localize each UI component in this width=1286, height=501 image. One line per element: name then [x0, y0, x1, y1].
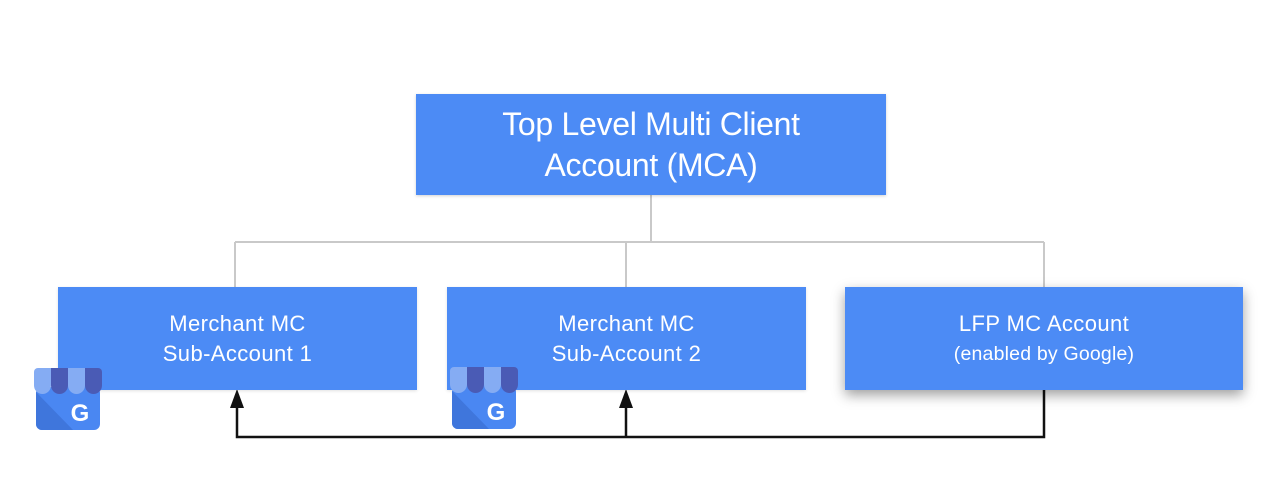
- google-g-letter: G: [71, 400, 90, 427]
- google-my-business-icon: G: [34, 368, 102, 430]
- awning-stripe-1-light: [450, 367, 467, 393]
- arrowhead-into-sub2: [619, 389, 633, 408]
- awning-stripe-2-dark: [51, 368, 68, 394]
- feed-flow-connectors: [235, 390, 1046, 439]
- awning-stripe-4-dark: [501, 367, 518, 393]
- storefront-body-shade: [36, 392, 73, 430]
- node-label-line2: Sub-Account 1: [162, 340, 313, 366]
- awning-stripe-1-light: [34, 368, 51, 394]
- node-top-level-mca: Top Level Multi Client Account (MCA): [416, 94, 886, 195]
- node-label-line2: Account (MCA): [544, 146, 758, 183]
- tree-connectors: [234, 195, 1045, 288]
- node-label-line2: (enabled by Google): [953, 342, 1135, 365]
- node-label-line1: LFP MC Account: [958, 310, 1130, 336]
- node-label-line2: Sub-Account 2: [551, 340, 702, 366]
- node-label-line1: Merchant MC: [558, 310, 695, 336]
- flow-arrowheads: [230, 389, 633, 408]
- awning-stripe-4-dark: [85, 368, 102, 394]
- arrowhead-into-sub1: [230, 389, 244, 408]
- flow-lfp-down-and-left-line: [235, 390, 1046, 439]
- awning-stripe-3-light: [484, 367, 501, 393]
- google-my-business-icon: G: [450, 367, 518, 429]
- google-g-letter: G: [487, 399, 506, 426]
- node-lfp-mc-account: LFP MC Account (enabled by Google): [845, 287, 1243, 390]
- storefront-body-shade: [452, 391, 489, 429]
- awning-stripe-3-light: [68, 368, 85, 394]
- awning-stripe-2-dark: [467, 367, 484, 393]
- node-label-line1: Top Level Multi Client: [502, 105, 800, 142]
- node-merchant-sub-account-1: Merchant MC Sub-Account 1: [58, 287, 417, 390]
- node-label-line1: Merchant MC: [169, 310, 306, 336]
- node-merchant-sub-account-2: Merchant MC Sub-Account 2: [447, 287, 806, 390]
